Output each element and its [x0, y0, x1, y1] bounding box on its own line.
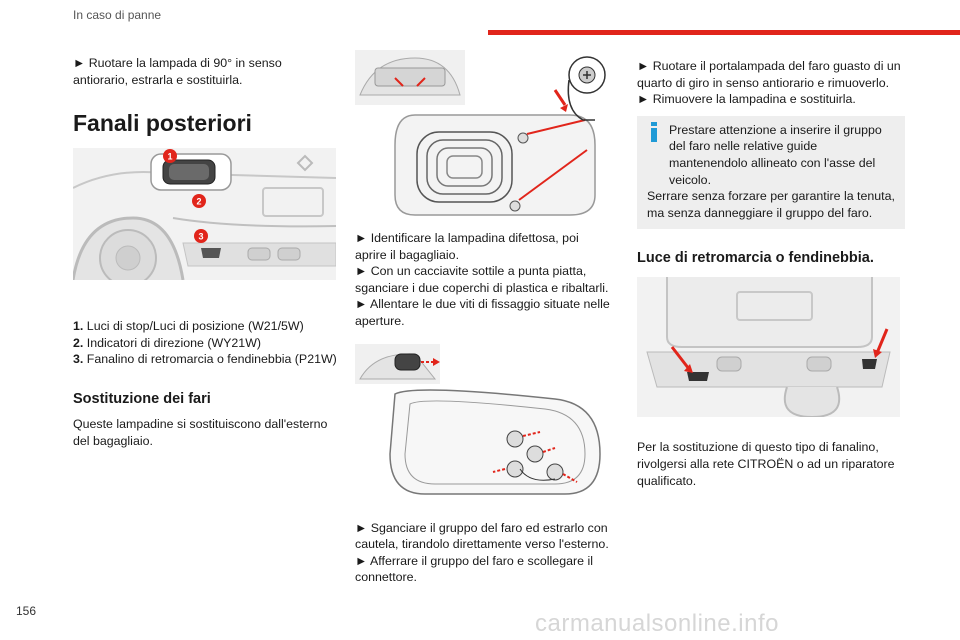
step-identify-bulb: ► Identificare la lampadina difettosa, p… [355, 231, 579, 262]
callout-2: 2 [196, 197, 201, 207]
info-text-tighten: Serrare senza forzare per garantire la t… [647, 189, 895, 220]
watermark: carmanualsonline.info [535, 610, 779, 637]
reverse-fog-light-illustration [637, 277, 900, 418]
legend-item: 1. Luci di stop/Luci di posizione (W21/5… [73, 319, 304, 334]
legend-item: 3. Fanalino di retromarcia o fendinebbia… [73, 352, 337, 367]
section-heading-rear-lights: Fanali posteriori [73, 110, 252, 137]
steps-group-b: ► Sganciare il gruppo del faro ed estrar… [355, 520, 610, 586]
page-header-accent-bar [488, 30, 960, 35]
figure-light-unit-removal [355, 343, 608, 504]
intro-bullet: ► Ruotare la lampada di 90° in senso ant… [73, 56, 282, 87]
figure-reverse-fog-light [637, 277, 900, 418]
steps-group-a: ► Identificare la lampadina difettosa, p… [355, 230, 610, 330]
subheading-replacement: Sostituzione dei fari [73, 390, 211, 407]
info-box: Prestare attenzione a inserire il gruppo… [637, 115, 905, 230]
light-unit-removal-illustration [355, 343, 601, 495]
step-unclip-covers: ► Con un cacciavite sottile a punta piat… [355, 264, 609, 295]
trunk-covers-illustration [355, 50, 606, 216]
page-number: 156 [16, 604, 37, 618]
step-loosen-screws: ► Allentare le due viti di fissaggio sit… [355, 297, 610, 328]
page-header-label: In caso di panne [73, 8, 162, 22]
figure-trunk-covers [355, 50, 608, 218]
callout-3: 3 [198, 232, 203, 242]
info-text-alignment: Prestare attenzione a inserire il gruppo… [669, 122, 882, 187]
step-replace-bulb: ► Rimuovere la lampadina e sostituirla. [637, 92, 856, 107]
step-rotate-holder: ► Ruotare il portalampada del faro guast… [637, 59, 901, 90]
step-disconnect-connector: ► Afferrare il gruppo del faro e scolleg… [355, 553, 593, 585]
legend-item: 2. Indicatori di direzione (WY21W) [73, 335, 262, 350]
column-middle: ► Identificare la lampadina difettosa, p… [355, 50, 610, 586]
dealer-advice-text: Per la sostituzione di questo tipo di fa… [637, 440, 895, 488]
callout-1: 1 [167, 152, 172, 162]
heading-reverse-fog-light: Luce di retromarcia o fendinebbia. [637, 250, 874, 267]
column-right: ► Ruotare il portalampada del faro guast… [637, 58, 905, 489]
column-left: ► Ruotare la lampada di 90° in senso ant… [73, 55, 338, 449]
rear-lights-illustration: 1 2 3 [73, 148, 336, 281]
bulb-legend: 1. Luci di stop/Luci di posizione (W21/5… [73, 318, 338, 368]
replacement-text: Queste lampadine si sostituiscono dall'e… [73, 416, 328, 448]
step-unhook-unit: ► Sganciare il gruppo del faro ed estrar… [355, 520, 609, 552]
figure-rear-lights: 1 2 3 [73, 148, 336, 281]
info-icon [651, 121, 657, 142]
